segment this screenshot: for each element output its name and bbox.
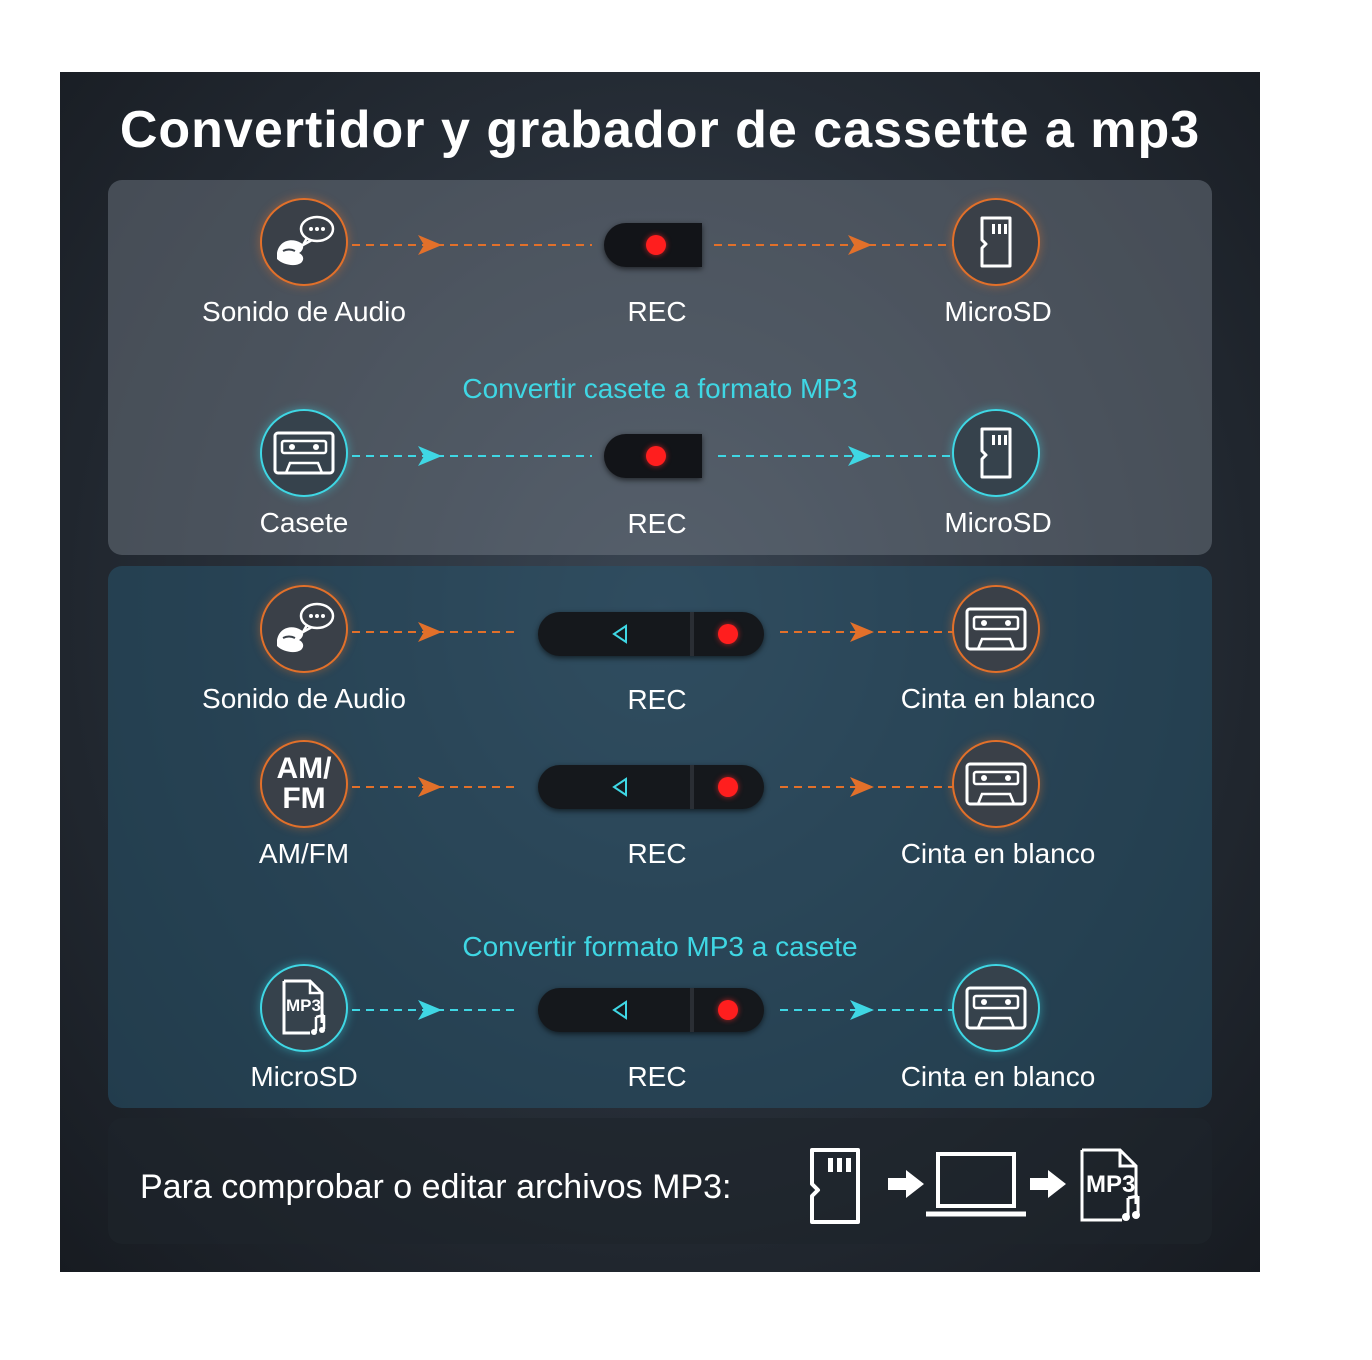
rec-label: REC (627, 838, 687, 869)
cassette-icon (952, 585, 1040, 673)
arrow-connector (352, 446, 592, 466)
rec-button (604, 434, 702, 478)
infographic-poster: Convertidor y grabador de cassette a mp3… (60, 72, 1260, 1272)
svg-text:MP3: MP3 (1086, 1171, 1135, 1198)
source-label: Casete (259, 507, 349, 538)
svg-text:MP3: MP3 (286, 996, 321, 1015)
talking-head-icon (260, 198, 348, 286)
rec-button (604, 223, 702, 267)
arrow-connector (780, 622, 954, 642)
source-label: Sonido de Audio (202, 296, 406, 327)
playback-rec-control (538, 765, 764, 809)
target-label: MicroSD (944, 507, 1052, 538)
rec-dot-icon (718, 624, 738, 644)
footer-panel (108, 1118, 1212, 1244)
microsd-card-icon (952, 409, 1040, 497)
mp3-file-icon: MP3 (260, 964, 348, 1052)
rec-dot-icon (718, 1000, 738, 1020)
rec-dot-icon (646, 446, 666, 466)
source-label: AM/FM (258, 838, 350, 869)
arrow-connector (780, 1000, 954, 1020)
arrow-connector (780, 777, 954, 797)
target-label: Cinta en blanco (900, 838, 1096, 869)
rec-label: REC (627, 1061, 687, 1092)
talking-head-icon (260, 585, 348, 673)
cassette-icon (952, 964, 1040, 1052)
rec-label: REC (627, 296, 687, 327)
cassette-icon (260, 409, 348, 497)
cassette-icon (952, 740, 1040, 828)
arrow-connector (352, 235, 592, 255)
playback-rec-control (538, 612, 764, 656)
section-subtitle: Convertir casete a formato MP3 (462, 373, 858, 404)
rec-label: REC (627, 508, 687, 539)
footer-text: Para comprobar o editar archivos MP3: (140, 1168, 732, 1206)
source-label: Sonido de Audio (202, 683, 406, 714)
microsd-card-icon (810, 1148, 860, 1224)
arrow-right-icon (1030, 1170, 1066, 1198)
arrow-connector (352, 622, 520, 642)
playback-rec-control (538, 988, 764, 1032)
rec-dot-icon (646, 235, 666, 255)
arrow-right-icon (888, 1170, 924, 1198)
arrow-connector (714, 235, 954, 255)
rec-dot-icon (718, 777, 738, 797)
target-label: Cinta en blanco (900, 1061, 1096, 1092)
source-label: MicroSD (250, 1061, 358, 1092)
section-subtitle: Convertir formato MP3 a casete (462, 931, 858, 962)
play-back-icon (612, 624, 627, 644)
am-fm-badge: AM/FM (260, 740, 348, 828)
arrow-connector (352, 777, 520, 797)
page-title: Convertidor y grabador de cassette a mp3 (119, 101, 1201, 159)
target-label: MicroSD (944, 296, 1052, 327)
microsd-card-icon (952, 198, 1040, 286)
arrow-connector (352, 1000, 520, 1020)
target-label: Cinta en blanco (900, 683, 1096, 714)
laptop-icon (926, 1152, 1026, 1217)
arrow-connector (718, 446, 954, 466)
rec-label: REC (627, 684, 687, 715)
am-fm-badge-text: AM/FM (276, 752, 332, 815)
play-back-icon (612, 777, 627, 797)
play-back-icon (612, 1000, 627, 1020)
mp3-file-icon: MP3 (1080, 1148, 1140, 1222)
